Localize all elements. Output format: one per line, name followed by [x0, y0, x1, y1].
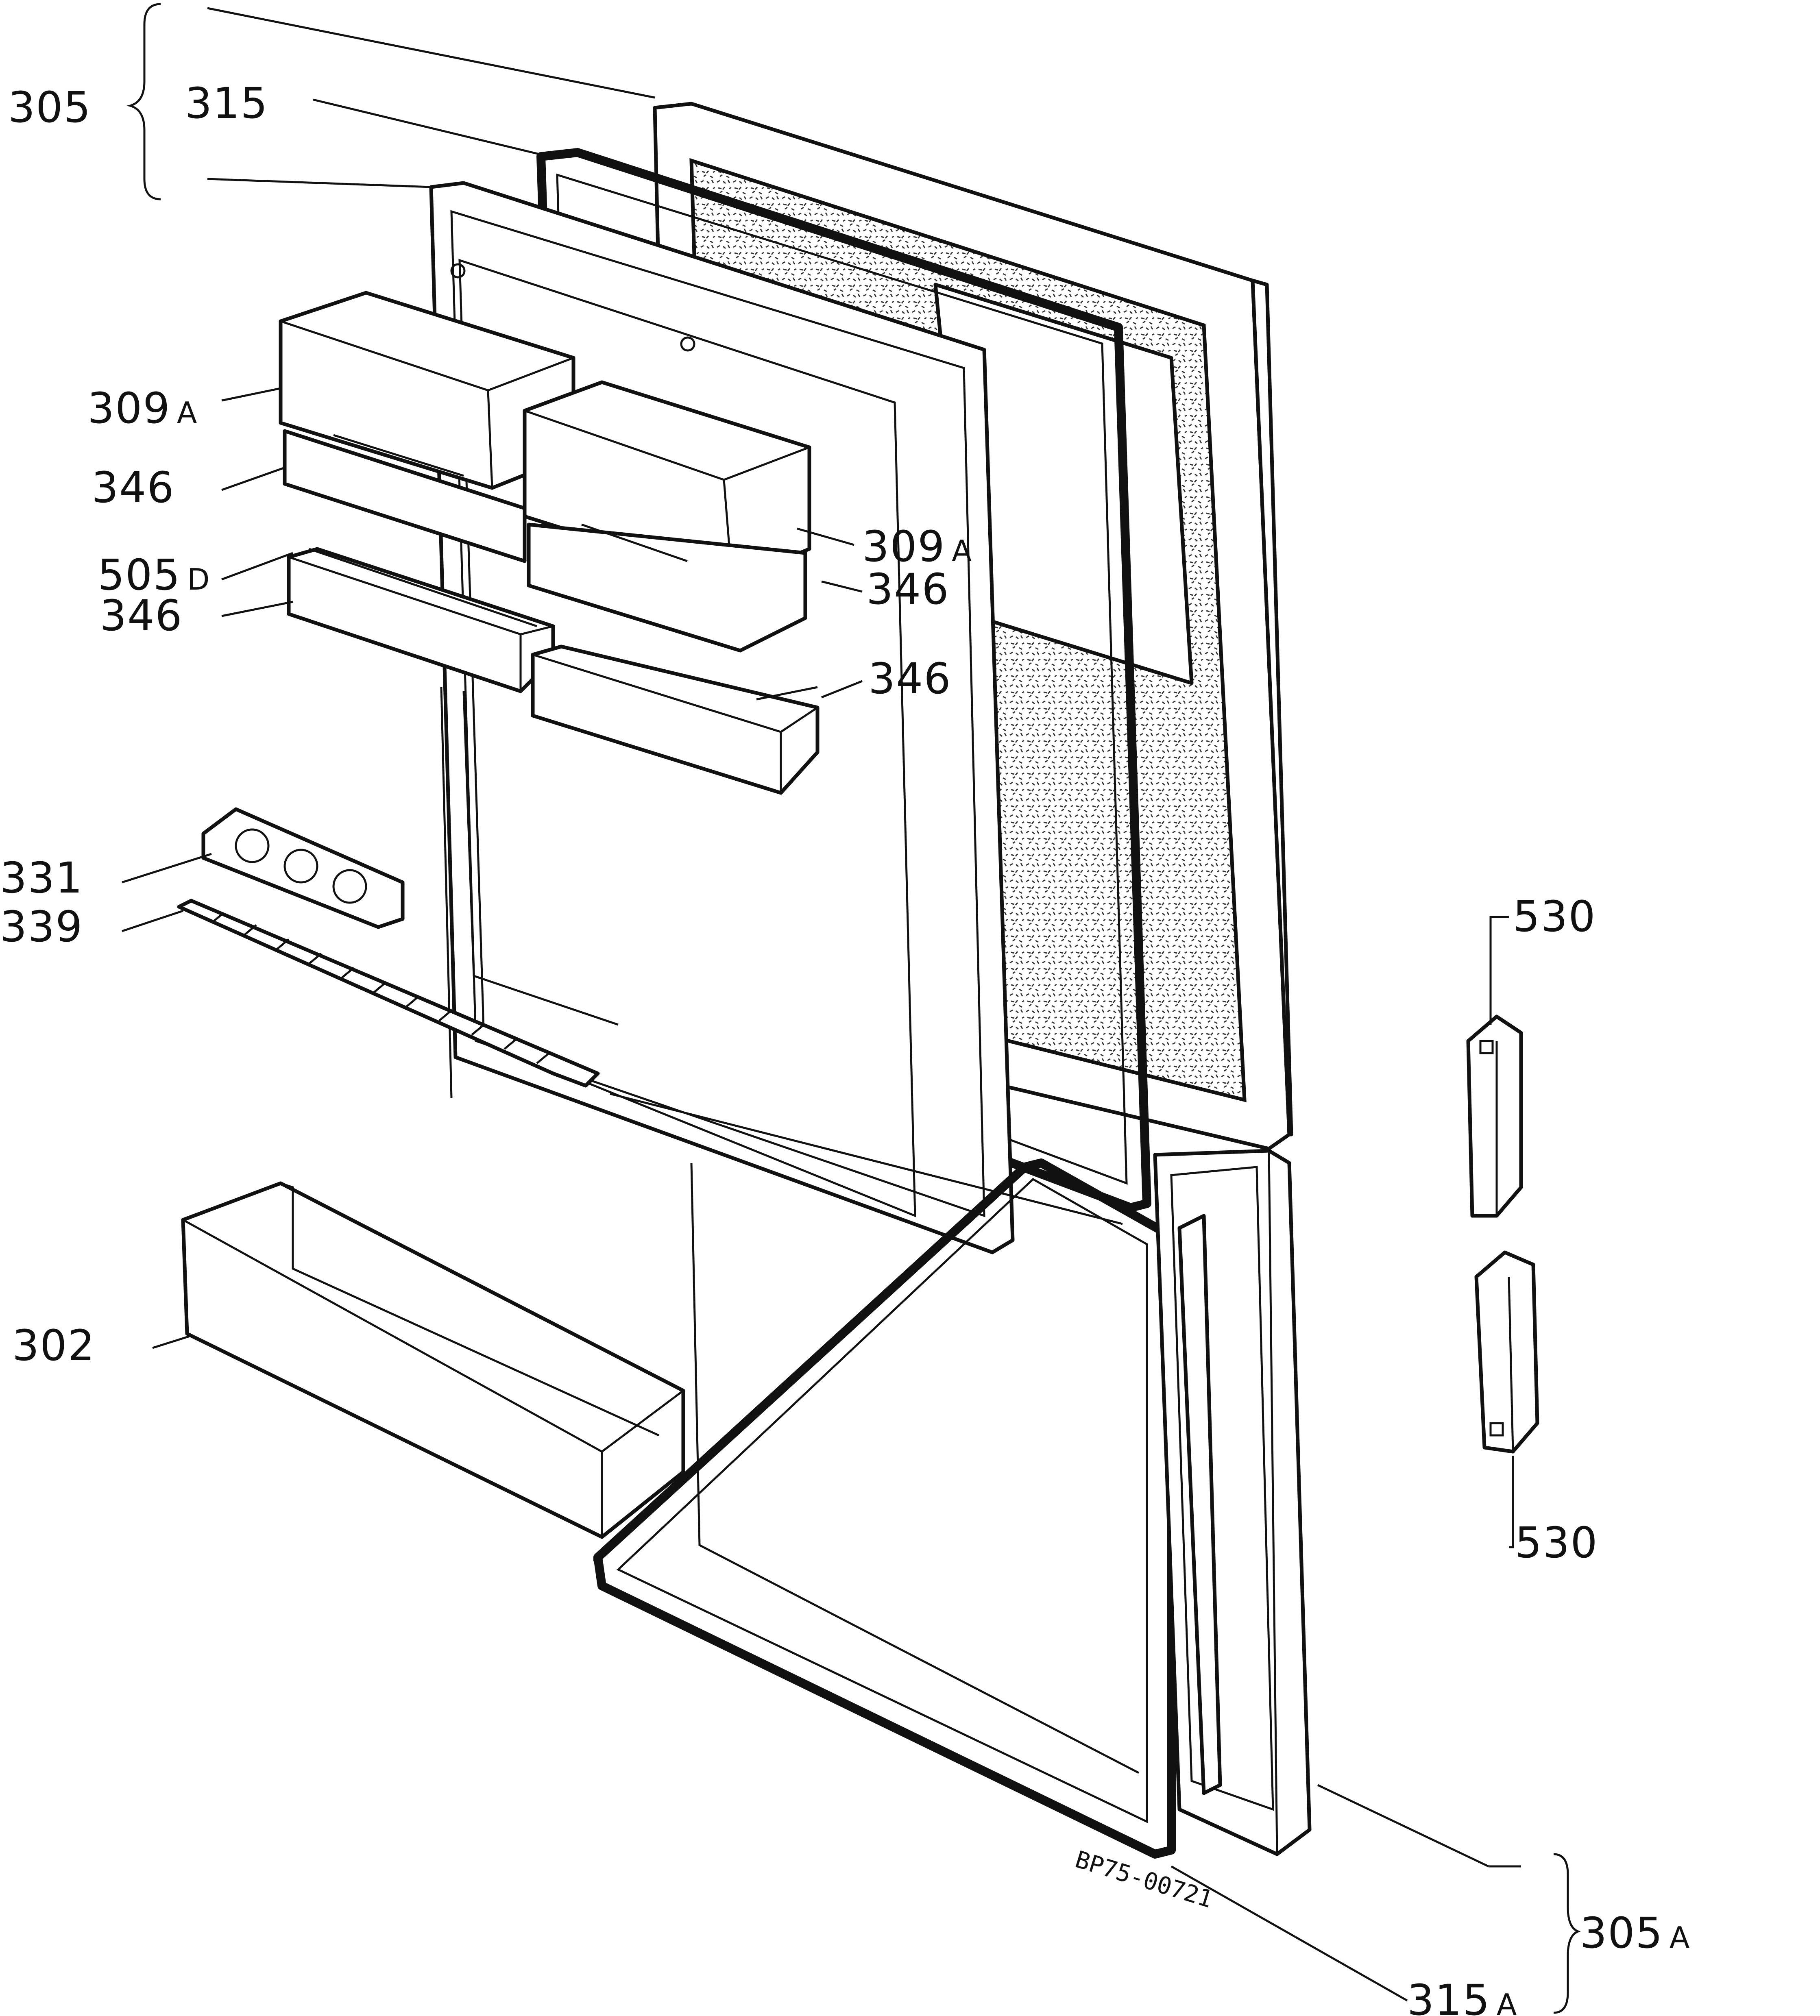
door-handle-top — [1466, 1015, 1523, 1218]
label-309a-right-suffix: A — [952, 534, 972, 568]
label-315a: 315 — [1407, 1975, 1491, 2016]
label-346-d: 346 — [868, 654, 952, 703]
label-505d: 505 — [98, 550, 181, 600]
label-331: 331 — [0, 853, 83, 903]
lower-door-gasket — [593, 1158, 1176, 1859]
bottle-shelf — [181, 1181, 685, 1539]
brace-bottom — [1553, 1853, 1581, 2014]
label-305: 305 — [8, 83, 92, 132]
label-505d-suffix: D — [187, 562, 209, 597]
label-315a-suffix: A — [1497, 1988, 1517, 2016]
label-530-top: 530 — [1513, 892, 1596, 941]
bottle-retainer — [177, 899, 600, 1088]
label-530-bottom: 530 — [1515, 1518, 1598, 1568]
label-346-c: 346 — [100, 591, 183, 640]
label-315: 315 — [185, 78, 268, 128]
label-305a-suffix: A — [1670, 1920, 1689, 1955]
label-305a: 305 — [1580, 1908, 1663, 1958]
lower-door-outer-panel — [1153, 1149, 1312, 1856]
label-309a-right: 309 — [862, 522, 946, 571]
leader-lines — [122, 7, 1521, 2002]
label-346-b: 346 — [866, 564, 950, 614]
label-346-a: 346 — [92, 463, 175, 512]
dairy-compartment-right — [523, 380, 811, 653]
brace-top — [126, 3, 161, 200]
lower-door-liner — [610, 1093, 1140, 1774]
door-shelf-right — [531, 644, 820, 795]
label-309a-left-suffix: A — [177, 396, 197, 430]
door-handle-bottom — [1474, 1250, 1539, 1454]
label-339: 339 — [0, 902, 83, 951]
label-309a-left: 309 — [87, 383, 171, 433]
label-302: 302 — [12, 1321, 96, 1370]
egg-rack — [201, 807, 405, 929]
